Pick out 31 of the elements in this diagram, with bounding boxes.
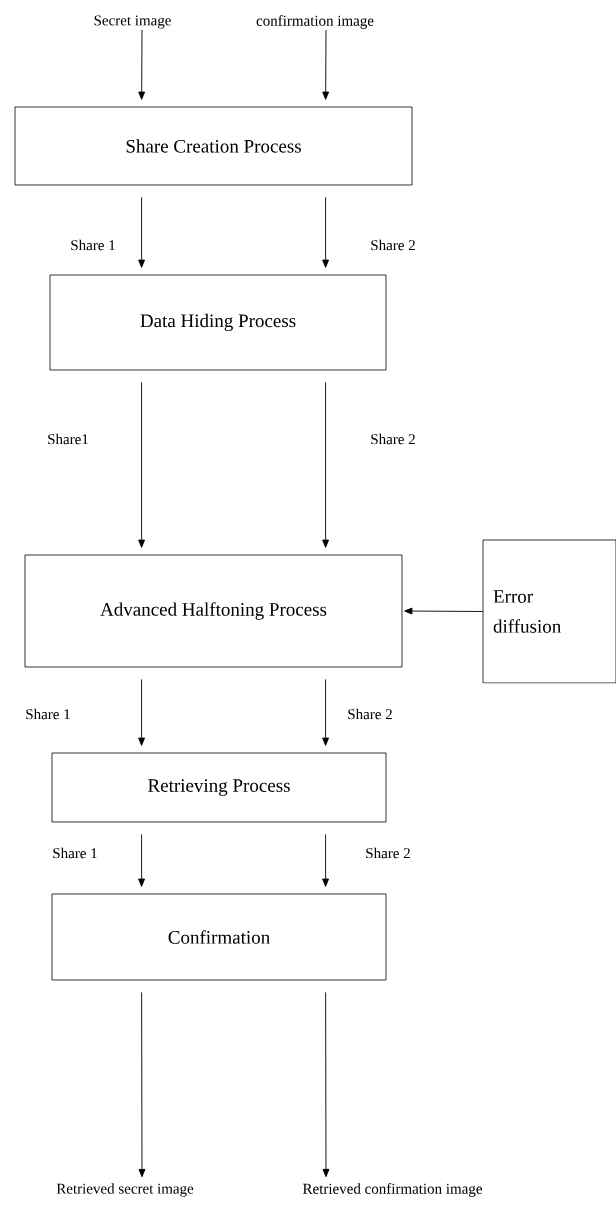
process-box: Retrieving Process <box>51 752 387 823</box>
edge-label: Share 1 <box>51 846 99 860</box>
edge-label: Share 2 <box>346 707 394 721</box>
arrow <box>322 991 330 1178</box>
edge-label: Share 2 <box>369 238 417 252</box>
input-box: Error diffusion <box>482 539 616 684</box>
process-box: Confirmation <box>51 893 387 981</box>
arrow <box>322 833 329 887</box>
arrow <box>138 381 145 548</box>
image-label: confirmation image <box>256 15 374 29</box>
image-label: Retrieved secret image <box>56 1183 194 1197</box>
edge-label: Share 2 <box>364 846 412 860</box>
process-box: Advanced Halftoning Process <box>24 554 403 668</box>
edge-label: Share 2 <box>369 432 417 446</box>
image-label: Retrieved confirmation image <box>303 1183 482 1197</box>
arrow <box>138 833 145 887</box>
arrow <box>322 678 329 746</box>
arrow <box>138 196 145 268</box>
edge-label: Share 1 <box>69 238 117 252</box>
arrow <box>322 29 330 100</box>
arrow <box>404 607 484 615</box>
edge-label: Share1 <box>46 432 90 446</box>
edge-label: Share 1 <box>24 707 72 721</box>
arrow <box>322 196 329 268</box>
arrow <box>322 381 329 548</box>
arrow <box>138 29 146 100</box>
arrow <box>138 678 145 746</box>
process-box: Data Hiding Process <box>49 274 387 371</box>
process-box: Share Creation Process <box>14 106 413 186</box>
image-label: Secret image <box>94 15 171 29</box>
arrow <box>138 991 146 1178</box>
